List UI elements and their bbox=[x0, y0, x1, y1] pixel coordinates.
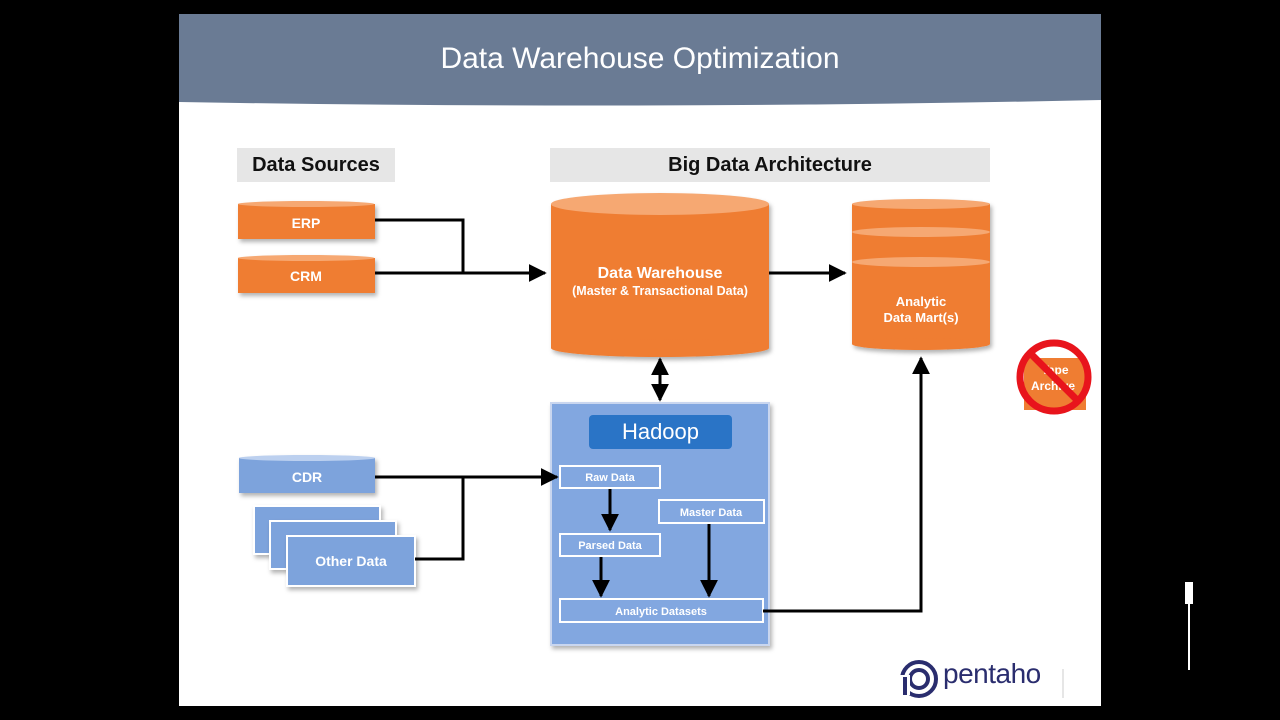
slide-title: Data Warehouse Optimization bbox=[440, 42, 840, 75]
marts-label-line1: Analytic bbox=[896, 294, 947, 309]
crm-source bbox=[238, 255, 375, 293]
warehouse-title: Data Warehouse bbox=[598, 265, 723, 282]
other-data-connector bbox=[415, 477, 465, 561]
section-big-data-architecture: Big Data Architecture bbox=[550, 148, 990, 182]
crm-label: CRM bbox=[290, 268, 322, 284]
analytic-datasets-label: Analytic Datasets bbox=[615, 606, 707, 618]
master-data-label: Master Data bbox=[680, 507, 743, 519]
other-data-label: Other Data bbox=[315, 553, 387, 569]
pentaho-logo-icon bbox=[899, 660, 938, 698]
erp-label: ERP bbox=[292, 215, 321, 231]
raw-data-box bbox=[559, 465, 661, 489]
marts-label-line2: Data Mart(s) bbox=[883, 310, 958, 325]
cdr-label: CDR bbox=[292, 469, 322, 485]
parsed-data-label: Parsed Data bbox=[578, 540, 642, 552]
pentaho-brand-text: pentaho bbox=[943, 658, 1041, 689]
analytic-to-marts-arrow bbox=[763, 356, 930, 613]
other-data-stack bbox=[253, 505, 416, 587]
slide: Data Warehouse Optimization Data Sources… bbox=[179, 14, 1101, 706]
hadoop-title: Hadoop bbox=[589, 415, 732, 449]
raw-data-label: Raw Data bbox=[585, 472, 635, 484]
master-data-box bbox=[658, 499, 765, 524]
no-sign-icon bbox=[1016, 339, 1092, 415]
tape-archive-prohibited: Tape Archive bbox=[1016, 339, 1092, 415]
data-warehouse-cylinder bbox=[551, 193, 769, 357]
architecture-diagram: ERP CRM Data Warehouse (Master & Transac… bbox=[238, 193, 1092, 698]
parsed-data-box bbox=[559, 533, 661, 557]
cdr-source bbox=[239, 455, 375, 493]
erp-source bbox=[238, 201, 375, 239]
header-banner bbox=[179, 14, 1101, 106]
analytic-data-marts bbox=[852, 199, 990, 350]
section-data-sources: Data Sources bbox=[237, 148, 395, 182]
edge-artifact bbox=[1185, 582, 1193, 670]
erp-connector bbox=[375, 218, 465, 273]
warehouse-subtitle: (Master & Transactional Data) bbox=[572, 284, 748, 298]
